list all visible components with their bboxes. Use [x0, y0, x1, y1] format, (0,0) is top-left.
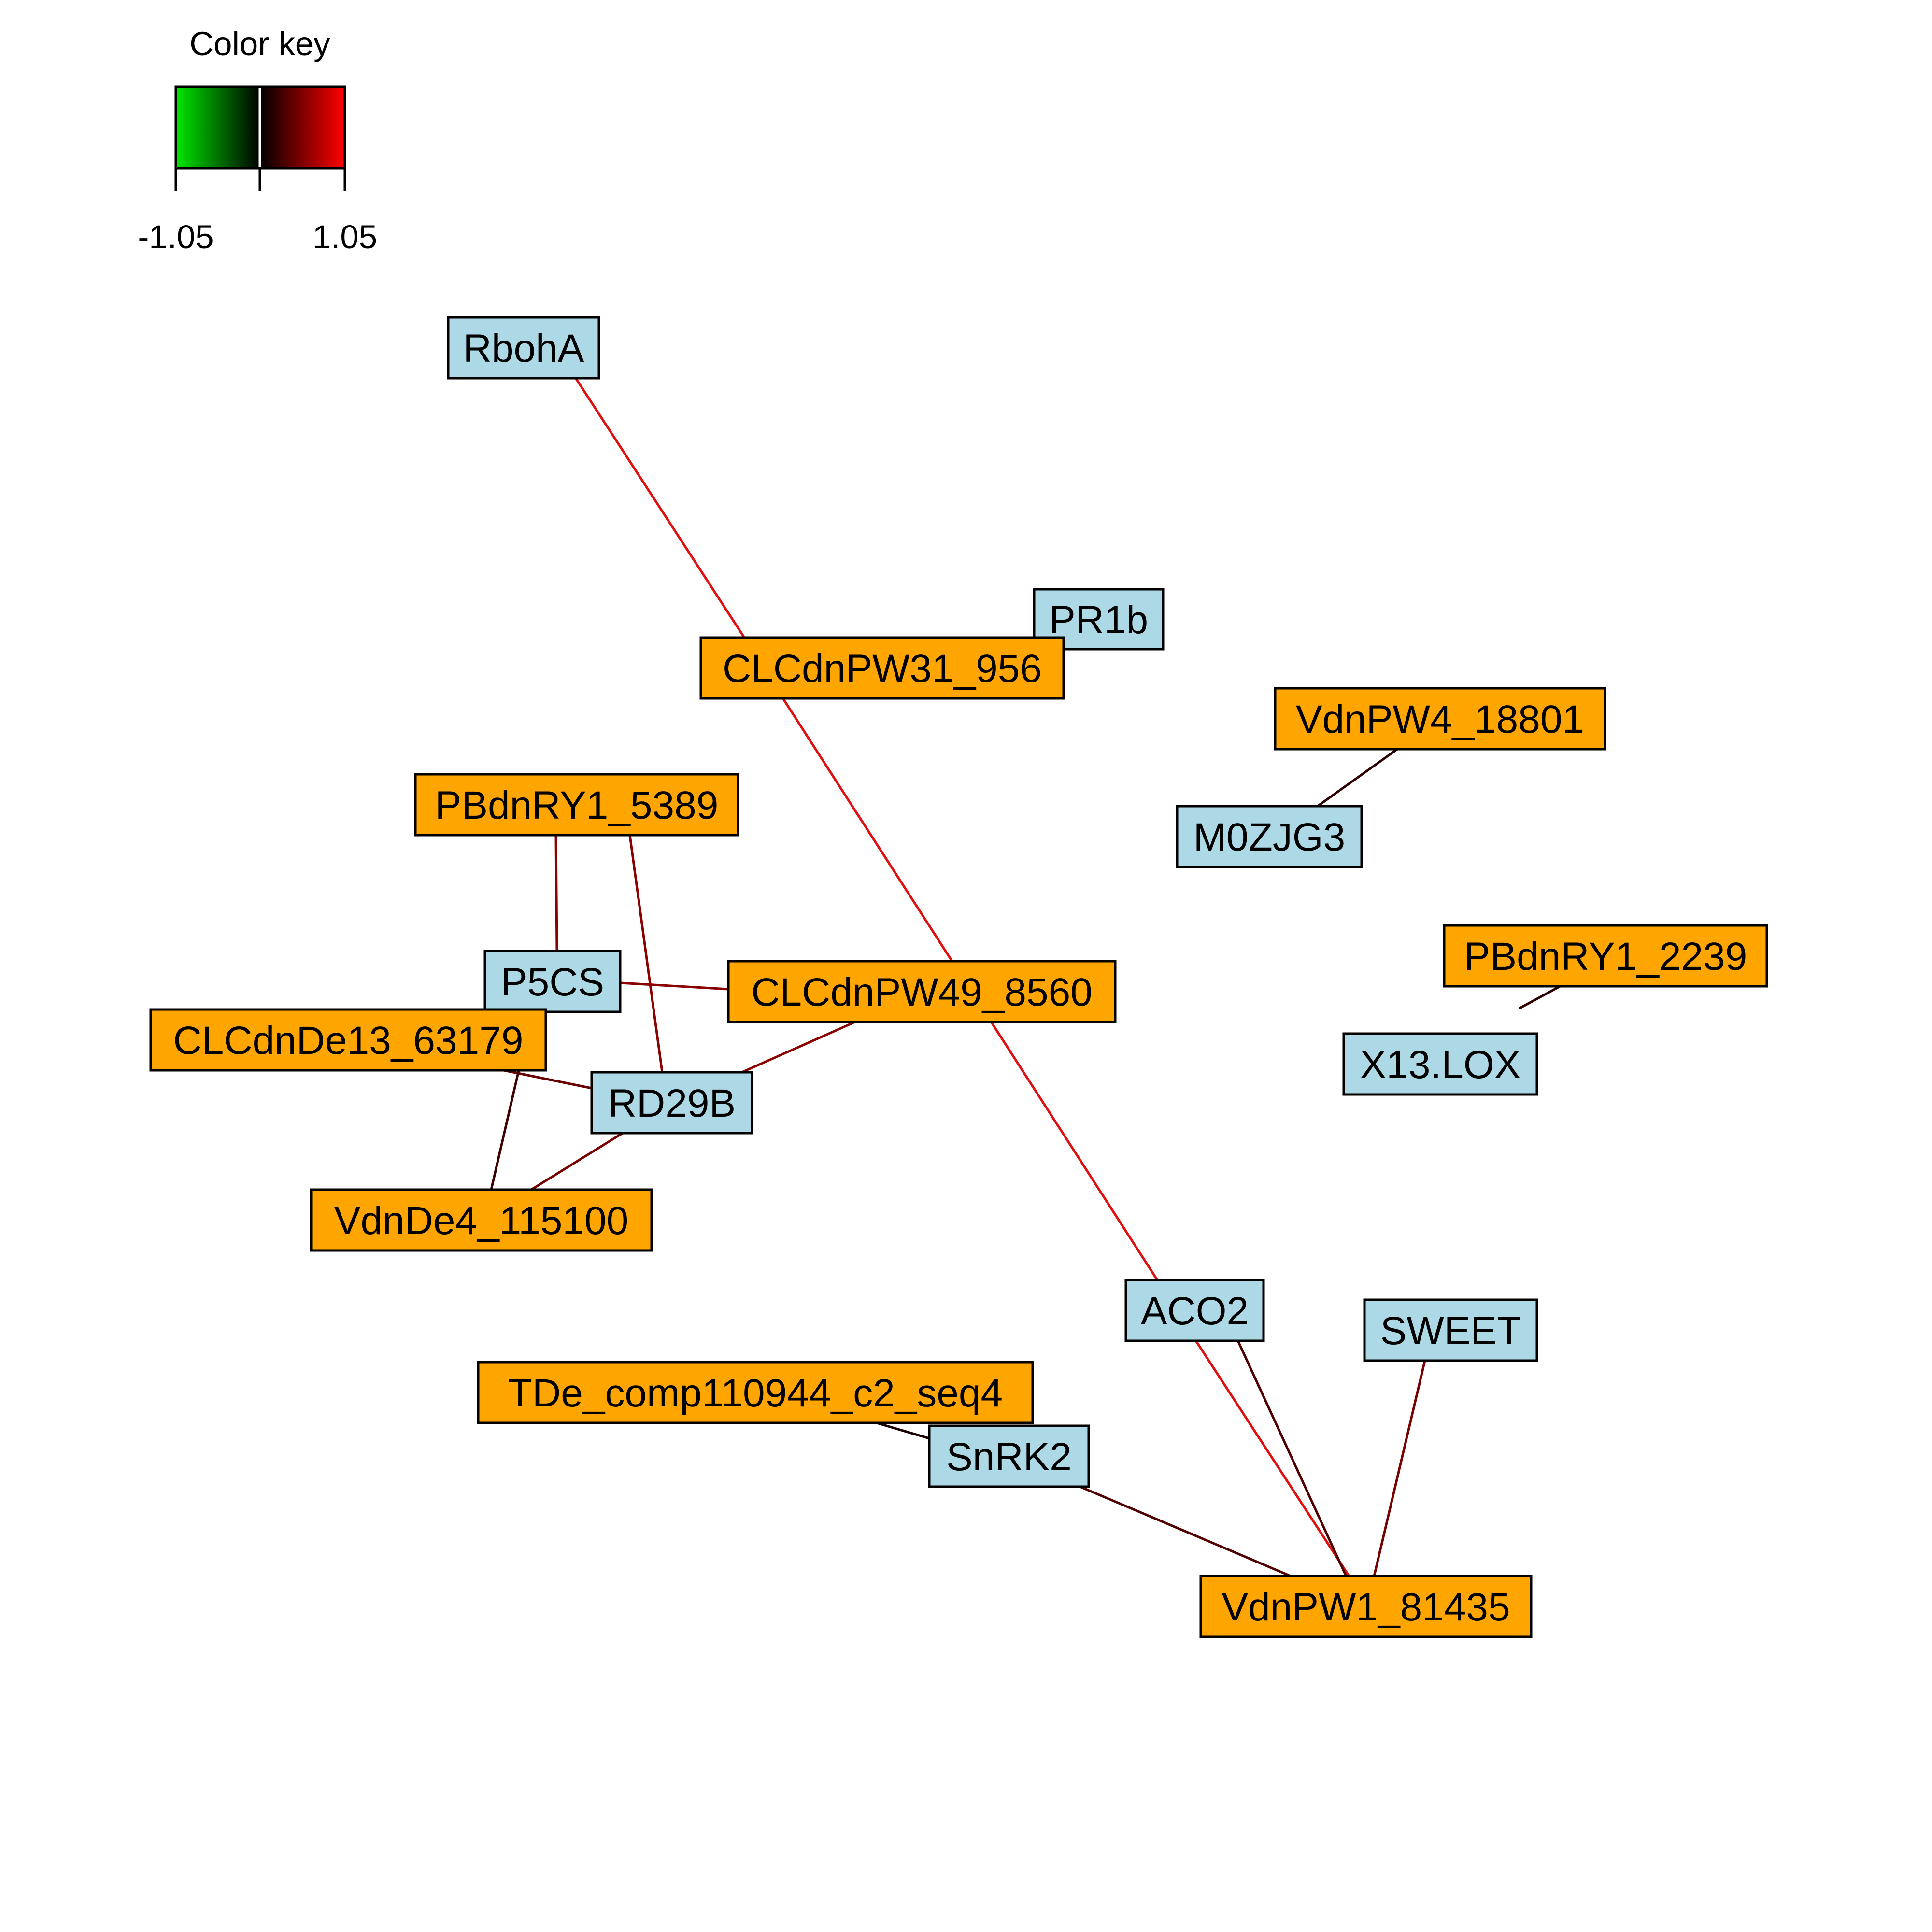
node-SWEET: SWEET	[1363, 1298, 1538, 1362]
legend-tick-label-min: -1.05	[138, 218, 213, 256]
node-label: P5CS	[501, 960, 604, 1004]
edge-SWEET-VdnPW1_81435	[1373, 1360, 1426, 1577]
node-P5CS: P5CS	[483, 950, 622, 1013]
node-label: RD29B	[608, 1081, 736, 1125]
node-box	[310, 1188, 653, 1252]
node-label: CLCdnPW31_956	[723, 647, 1042, 691]
node-label: TDe_comp110944_c2_seq4	[508, 1371, 1003, 1415]
node-label: M0ZJG3	[1193, 815, 1345, 859]
legend-title: Color key	[189, 25, 330, 62]
node-box	[477, 1361, 1034, 1424]
node-box	[1342, 1032, 1538, 1096]
legend-tick-label-max: 1.05	[313, 218, 377, 256]
edge-CLCdnDe13_63179-VdnDe4_115100	[490, 1070, 520, 1190]
node-box	[149, 1008, 547, 1072]
node-RD29B: RD29B	[590, 1071, 753, 1135]
node-box	[1274, 687, 1606, 751]
node-box	[1176, 805, 1363, 868]
node-layer: RbohA PR1bCLCdnPW31_956VdnPW4_18801M0ZJG3…	[149, 316, 1768, 1638]
node-CLCdnDe13_63179: CLCdnDe13_63179	[149, 1008, 547, 1072]
node-label: PBdnRY1_2239	[1464, 935, 1747, 979]
edge-ACO2-VdnPW1_81435	[1194, 1340, 1350, 1577]
node-VdnDe4_115100: VdnDe4_115100	[310, 1188, 653, 1252]
node-box	[447, 316, 600, 380]
edge-RbohA-CLCdnPW31_956	[574, 377, 746, 639]
edge-RD29B-VdnDe4_115100	[530, 1132, 624, 1191]
edge-ACO2-VdnPW1_81435	[1236, 1340, 1348, 1577]
node-label: RbohA	[463, 327, 584, 370]
node-PBdnRY1_2239: PBdnRY1_2239	[1443, 924, 1768, 988]
edge-PBdnRY1_2239-X13.LOX	[1518, 985, 1561, 1010]
node-label: CLCdnPW49_8560	[751, 970, 1093, 1014]
node-label: VdnPW4_18801	[1296, 697, 1584, 741]
color-key-legend: Color key -1.05 1.05	[138, 25, 377, 256]
node-box	[414, 773, 739, 837]
node-VdnPW1_81435: VdnPW1_81435	[1199, 1575, 1533, 1638]
node-box	[727, 960, 1117, 1023]
node-box	[590, 1071, 753, 1135]
node-label: VdnPW1_81435	[1222, 1585, 1510, 1629]
node-VdnPW4_18801: VdnPW4_18801	[1274, 687, 1606, 751]
edge-P5CS-CLCdnPW49_8560	[620, 981, 729, 991]
node-label: PBdnRY1_5389	[435, 783, 719, 827]
node-TDe_comp110944_c2_seq4: TDe_comp110944_c2_seq4	[477, 1361, 1034, 1424]
node-CLCdnPW31_956: CLCdnPW31_956	[699, 636, 1065, 700]
edge-PBdnRY1_5389-RD29B	[628, 835, 664, 1073]
node-box	[1443, 924, 1768, 988]
node-M0ZJG3: M0ZJG3	[1176, 805, 1363, 868]
node-label: CLCdnDe13_63179	[173, 1019, 524, 1063]
node-X13.LOX: X13.LOX	[1342, 1032, 1538, 1096]
node-RbohA: RbohA	[447, 316, 600, 380]
node-SnRK2: SnRK2	[928, 1424, 1090, 1488]
node-CLCdnPW49_8560: CLCdnPW49_8560	[727, 960, 1117, 1023]
node-ACO2: ACO2	[1124, 1279, 1265, 1342]
node-PBdnRY1_5389: PBdnRY1_5389	[414, 773, 739, 837]
node-box	[1199, 1575, 1533, 1638]
legend-gradient-negative	[176, 87, 260, 168]
node-label: VdnDe4_115100	[334, 1199, 628, 1243]
node-label: ACO2	[1141, 1289, 1249, 1333]
node-box	[483, 950, 622, 1013]
edge-VdnPW4_18801-M0ZJG3	[1317, 748, 1398, 808]
legend-gradient-positive	[260, 87, 345, 168]
node-box	[1124, 1279, 1265, 1342]
node-label: X13.LOX	[1360, 1043, 1521, 1087]
node-box	[699, 636, 1065, 700]
edge-PBdnRY1_5389-P5CS	[554, 835, 558, 952]
edge-TDe_comp110944_c2_seq4-SnRK2	[876, 1421, 930, 1440]
node-label: SnRK2	[946, 1435, 1072, 1479]
node-box	[928, 1424, 1090, 1488]
node-label: PR1b	[1049, 598, 1148, 642]
edge-CLCdnPW49_8560-RD29B	[741, 1021, 856, 1074]
node-box	[1363, 1298, 1538, 1362]
node-label: SWEET	[1380, 1309, 1521, 1353]
edge-SnRK2-VdnPW1_81435	[1080, 1485, 1291, 1577]
